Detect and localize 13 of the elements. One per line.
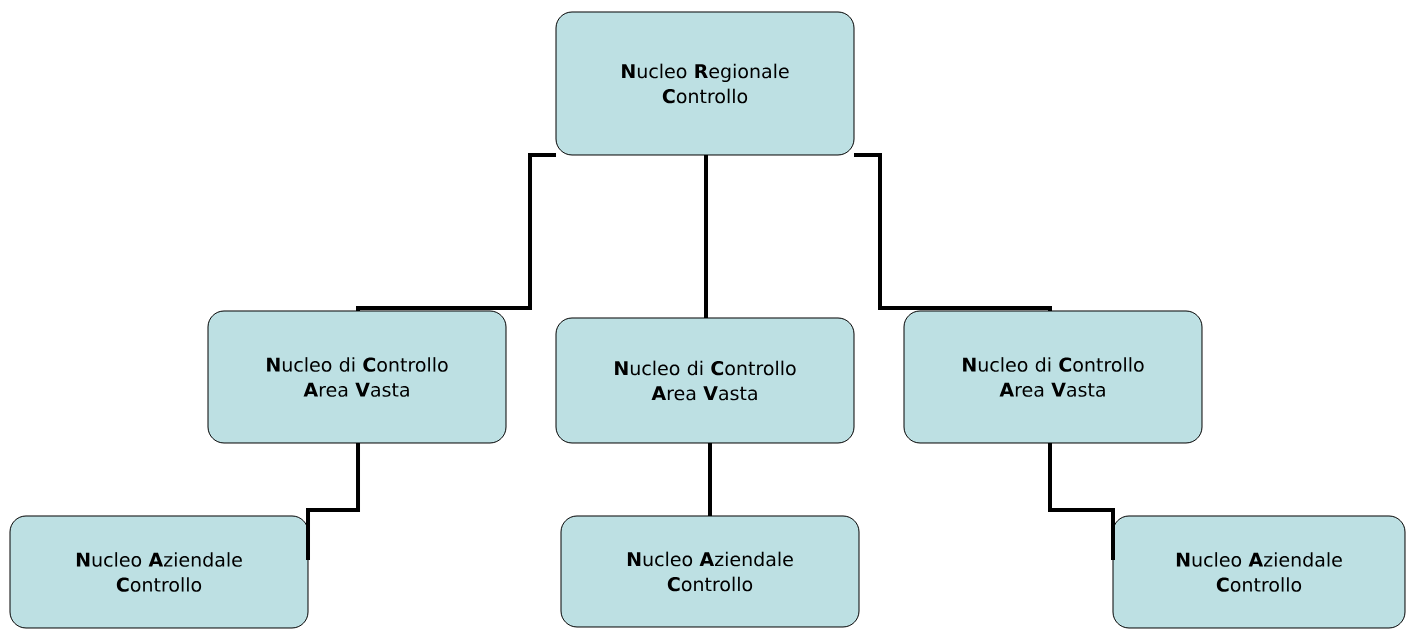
org-box: Nucleo di Controllo Area Vasta bbox=[555, 317, 855, 444]
connector-line bbox=[1048, 443, 1115, 560]
connector-line bbox=[356, 153, 556, 312]
org-box: Nucleo di Controllo Area Vasta bbox=[207, 310, 507, 444]
connector-line bbox=[854, 153, 1052, 312]
connector-line bbox=[704, 155, 708, 318]
org-box: Nucleo Aziendale Controllo bbox=[560, 515, 860, 628]
org-box: Nucleo Regionale Controllo bbox=[555, 11, 855, 156]
connector-line bbox=[708, 443, 712, 516]
org-box: Nucleo Aziendale Controllo bbox=[9, 515, 309, 629]
org-box: Nucleo di Controllo Area Vasta bbox=[903, 310, 1203, 444]
connector-line bbox=[306, 443, 360, 560]
org-box: Nucleo Aziendale Controllo bbox=[1112, 515, 1406, 629]
